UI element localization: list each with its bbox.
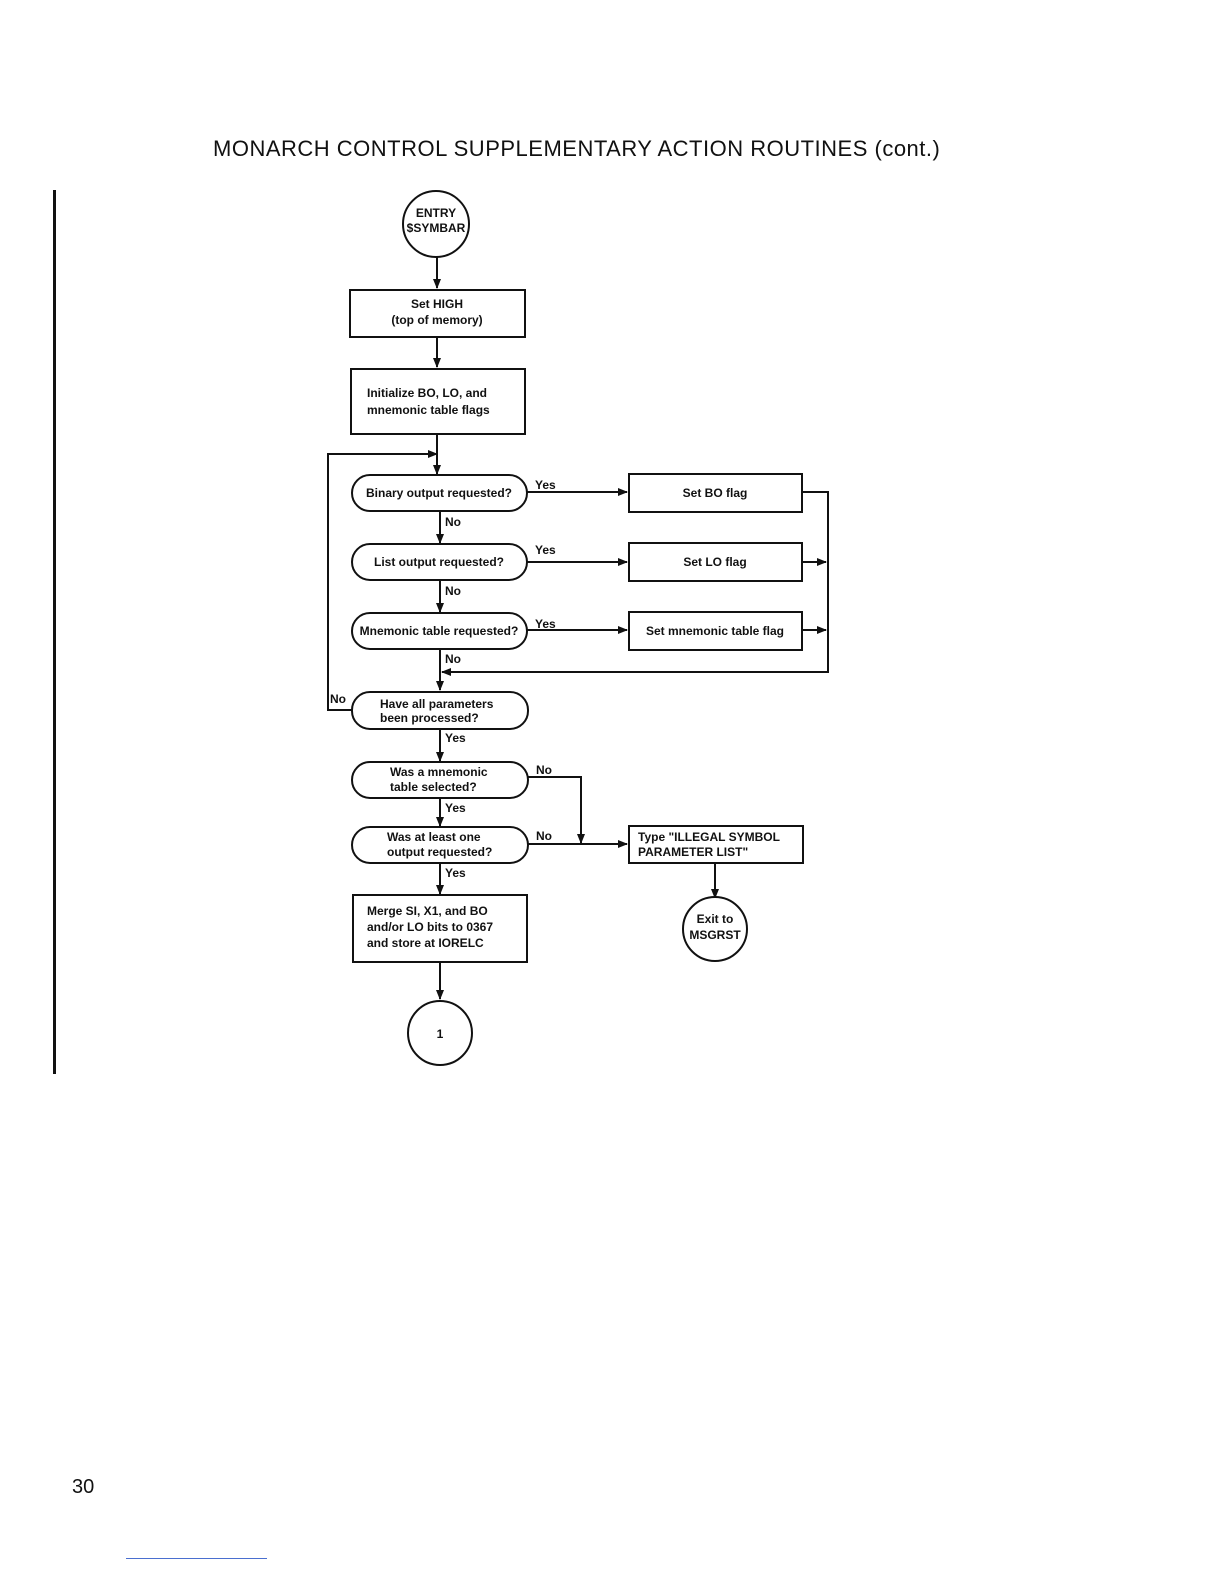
- label-selected-no: No: [536, 763, 552, 777]
- exit-terminal: Exit to MSGRST: [682, 896, 748, 962]
- label-binary-no: No: [445, 515, 461, 529]
- merge-line3: and store at IORELC: [367, 936, 484, 950]
- line-merge-right: [441, 491, 829, 676]
- label-params-yes: Yes: [445, 731, 466, 745]
- branch-labels: Yes No Yes No Yes No No Yes No Yes No Ye…: [330, 478, 556, 880]
- line-loop-back: [327, 450, 438, 711]
- entry-label-line1: ENTRY: [416, 206, 456, 220]
- process-set-high: Set HIGH (top of memory): [349, 289, 526, 338]
- decision-binary-output: Binary output requested?: [351, 474, 528, 512]
- process-merge-bits: Merge SI, X1, and BO and/or LO bits to 0…: [352, 894, 528, 963]
- label-output-yes: Yes: [445, 866, 466, 880]
- decision-mnemonic-selected: Was a mnemonic table selected?: [351, 761, 529, 799]
- connector-label: 1: [437, 1027, 444, 1041]
- flow-lines: [327, 257, 829, 1000]
- entry-label-line2: $SYMBAR: [407, 221, 466, 235]
- page-title: MONARCH CONTROL SUPPLEMENTARY ACTION ROU…: [213, 136, 941, 161]
- decision-all-parameters: Have all parameters been processed?: [351, 691, 529, 730]
- entry-terminal: ENTRY $SYMBAR: [402, 190, 470, 258]
- q-selected-line1: Was a mnemonic: [390, 765, 488, 779]
- exit-line2: MSGRST: [689, 928, 741, 942]
- page-number: 30: [72, 1476, 95, 1498]
- label-output-no: No: [536, 829, 552, 843]
- q-output-line1: Was at least one: [387, 830, 481, 844]
- process-initialize: Initialize BO, LO, and mnemonic table fl…: [350, 368, 526, 435]
- decision-output-requested: Was at least one output requested?: [351, 826, 529, 864]
- label-list-yes: Yes: [535, 543, 556, 557]
- set-high-line2: (top of memory): [391, 313, 482, 327]
- initialize-line1: Initialize BO, LO, and: [367, 386, 487, 400]
- q-mnemonic-text: Mnemonic table requested?: [360, 624, 519, 638]
- q-binary-text: Binary output requested?: [366, 486, 512, 500]
- label-list-no: No: [445, 584, 461, 598]
- q-output-line2: output requested?: [387, 845, 492, 859]
- illegal-line2: PARAMETER LIST": [638, 845, 748, 859]
- q-params-line1: Have all parameters: [380, 697, 494, 711]
- set-mnemonic-text: Set mnemonic table flag: [646, 624, 784, 638]
- decision-mnemonic-table: Mnemonic table requested?: [351, 612, 528, 650]
- label-selected-yes: Yes: [445, 801, 466, 815]
- offpage-connector: 1: [407, 1000, 473, 1066]
- initialize-line2: mnemonic table flags: [367, 403, 490, 417]
- q-params-line2: been processed?: [380, 711, 479, 725]
- process-illegal-symbol: Type "ILLEGAL SYMBOL PARAMETER LIST": [628, 825, 804, 864]
- set-lo-text: Set LO flag: [683, 555, 746, 569]
- merge-line2: and/or LO bits to 0367: [367, 920, 493, 934]
- process-set-bo-flag: Set BO flag: [628, 473, 803, 513]
- q-list-text: List output requested?: [374, 555, 504, 569]
- illegal-line1: Type "ILLEGAL SYMBOL: [638, 830, 780, 844]
- footer-rule: [126, 1558, 267, 1559]
- process-set-lo-flag: Set LO flag: [628, 542, 803, 582]
- label-params-no: No: [330, 692, 346, 706]
- label-mnemonic-yes: Yes: [535, 617, 556, 631]
- line-selected-no: [527, 776, 585, 844]
- label-binary-yes: Yes: [535, 478, 556, 492]
- merge-line1: Merge SI, X1, and BO: [367, 904, 488, 918]
- exit-line1: Exit to: [697, 912, 734, 926]
- set-high-line1: Set HIGH: [411, 297, 463, 311]
- label-mnemonic-no: No: [445, 652, 461, 666]
- process-set-mnemonic-flag: Set mnemonic table flag: [628, 611, 803, 651]
- set-bo-text: Set BO flag: [683, 486, 748, 500]
- q-selected-line2: table selected?: [390, 780, 477, 794]
- decision-list-output: List output requested?: [351, 543, 528, 581]
- revision-bar: [53, 190, 56, 1074]
